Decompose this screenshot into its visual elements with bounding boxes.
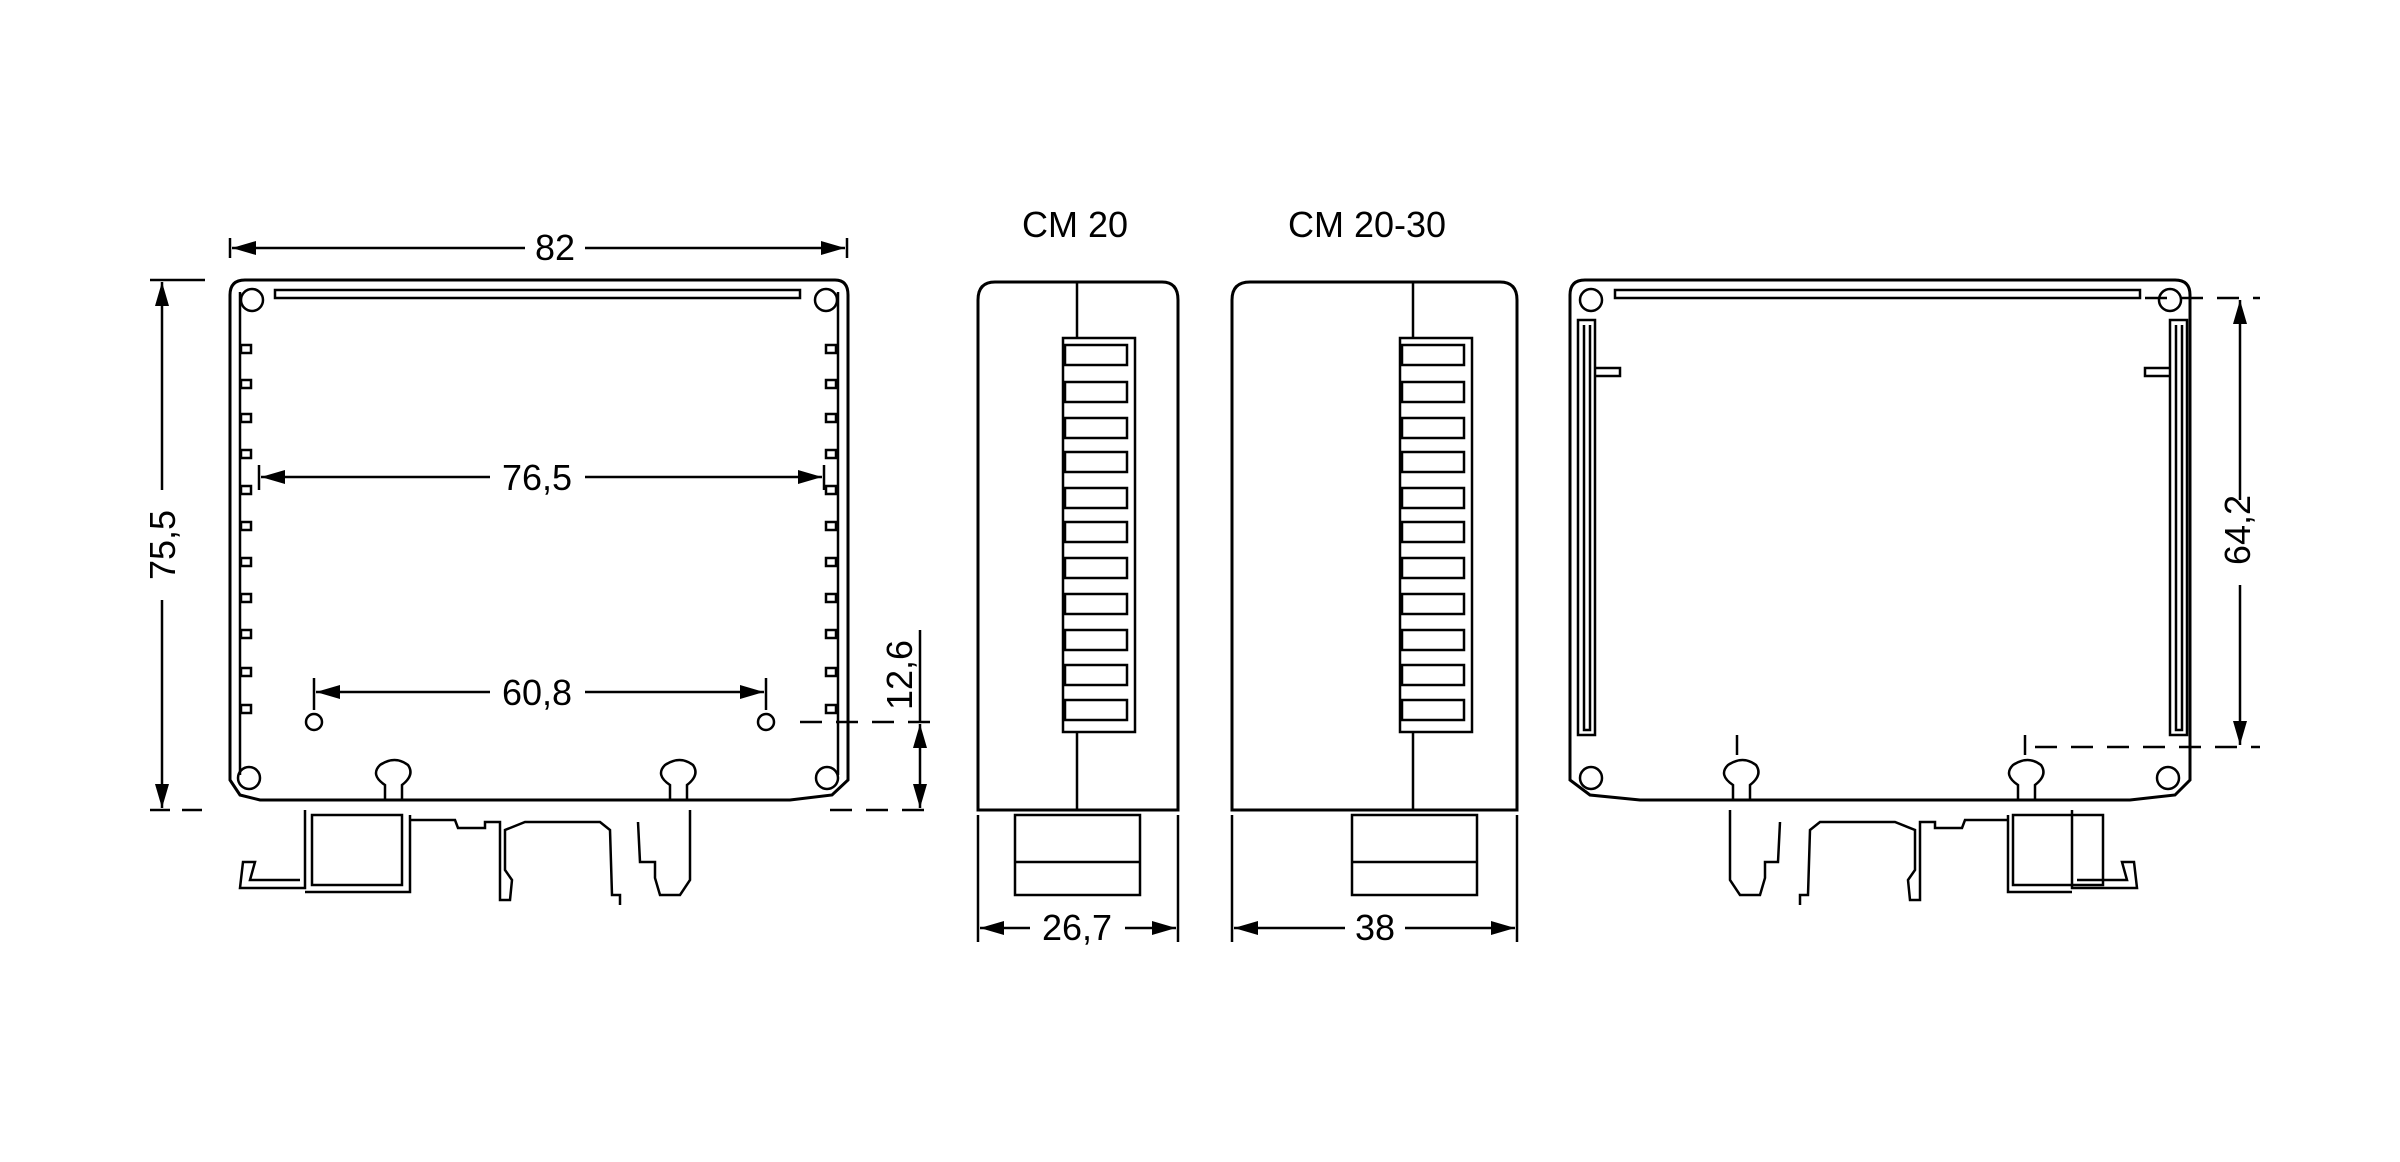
title-cm20: CM 20: [1022, 204, 1128, 245]
dim-offset-12-6: 12,6: [879, 640, 920, 710]
front-view: 82 75,5: [142, 227, 935, 905]
dim-hole-spacing-60-8: 60,8: [502, 672, 572, 713]
side-view-cm20: CM 20 26,7: [976, 204, 1180, 948]
dim-inner-width-76-5: 76,5: [502, 457, 572, 498]
side-view-cm20-30: CM 20-30 38: [1230, 204, 1519, 948]
dim-width-38: 38: [1355, 907, 1395, 948]
dim-width-82: 82: [535, 227, 575, 268]
dim-height-64-2: 64,2: [2217, 495, 2258, 565]
title-cm20-30: CM 20-30: [1288, 204, 1446, 245]
rear-view: 64,2: [1568, 278, 2260, 905]
dim-width-26-7: 26,7: [1042, 907, 1112, 948]
dim-height-75-5: 75,5: [142, 510, 183, 580]
